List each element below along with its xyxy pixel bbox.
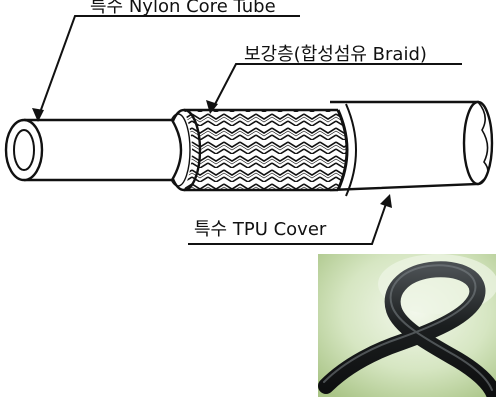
coiled-hose [318, 261, 496, 397]
core-leader [37, 15, 300, 119]
core-tube [4, 118, 183, 182]
cover-leader [188, 197, 389, 245]
leader-lines [32, 15, 462, 245]
braid-leader [211, 63, 462, 111]
core-end-inner [13, 129, 35, 171]
label-cover: 특수 TPU Cover [194, 219, 327, 240]
hose-photo [318, 254, 496, 397]
label-braid: 보강층(합성섬유 Braid) [244, 44, 427, 65]
label-core-tube: 특수 Nylon Core Tube [90, 0, 276, 17]
braid-layer [165, 103, 357, 197]
outer-cover [329, 100, 494, 192]
